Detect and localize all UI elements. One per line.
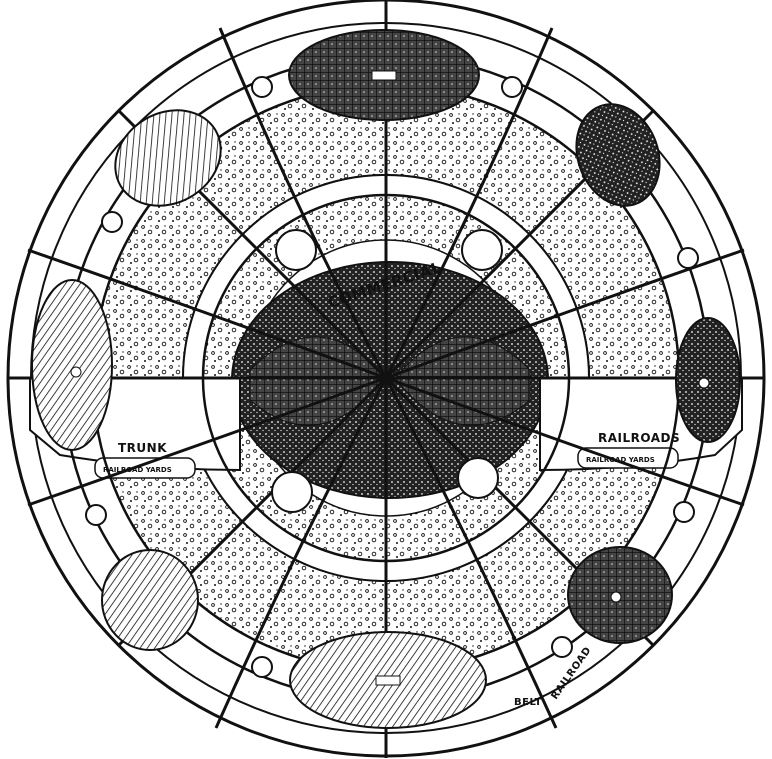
satellite-town-north <box>289 30 479 120</box>
satellite-town-east <box>676 318 740 442</box>
satellite-town-southwest <box>102 550 198 650</box>
satellite-town-west <box>32 280 112 450</box>
satellite-town-south <box>290 632 486 728</box>
satellite-town-southeast <box>568 547 672 643</box>
railroad-yards-label-east: RAILROAD YARDS <box>586 456 655 464</box>
trunk-label: TRUNK <box>118 441 167 455</box>
belt-label: BELT <box>514 697 542 708</box>
railroads-label: RAILROADS <box>598 431 680 445</box>
railroad-yards-label-west: RAILROAD YARDS <box>103 466 172 474</box>
